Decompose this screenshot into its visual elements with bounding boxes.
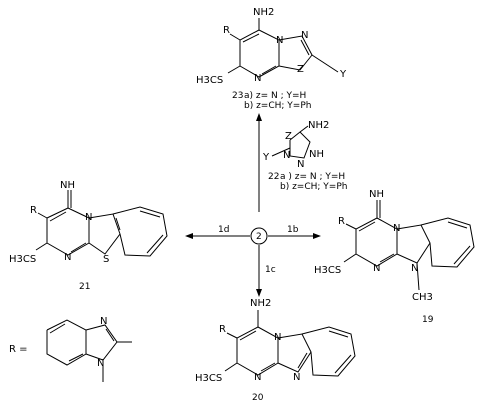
c19-h3cs: H3CS <box>314 265 341 276</box>
c22-n2: N <box>297 159 304 170</box>
c22-option-a: a ) z= N ; Y=H <box>280 172 345 182</box>
c22-nh2: NH2 <box>308 120 329 131</box>
c21-n2: N <box>64 252 71 263</box>
c21-r: R <box>30 205 37 216</box>
c23-r: R <box>223 25 230 36</box>
rdef-n1: N <box>100 316 107 327</box>
rdef-n2: N <box>97 358 104 369</box>
c19-n2: N <box>373 263 380 274</box>
arrow-1c <box>256 245 262 297</box>
compound-20-structure: NH2 R H3CS N N N <box>195 298 356 384</box>
condition-1c: 1c <box>265 265 276 275</box>
c22-nh: NH <box>309 149 324 160</box>
c19-nh: NH <box>369 189 384 200</box>
c21-number: 21 <box>79 282 90 292</box>
c22-option-b: b) z=CH; Y=Ph <box>280 182 347 192</box>
c23-y: Y <box>339 69 347 80</box>
c22-number: 22 <box>268 172 279 182</box>
c20-n3: N <box>293 372 300 383</box>
c19-n1: N <box>393 223 400 234</box>
c19-n3: N <box>411 263 418 274</box>
condition-1b: 1b <box>287 225 299 235</box>
c20-n2: N <box>254 372 261 383</box>
c21-h3cs: H3CS <box>9 254 36 265</box>
c20-number: 20 <box>252 393 264 403</box>
compound-22-structure: NH2 Z NH Y N N <box>262 120 329 170</box>
c20-n1: N <box>274 332 281 343</box>
c20-nh2: NH2 <box>250 298 271 309</box>
compound-19-structure: NH R H3CS N N N CH3 <box>314 189 475 303</box>
c22-y: Y <box>262 152 270 163</box>
compound-23-structure: NH2 R H3CS N N N Z Y <box>196 7 347 86</box>
c21-s: S <box>103 254 109 265</box>
c22-z: Z <box>285 131 292 142</box>
c23-n1: N <box>276 35 283 46</box>
c21-nh: NH <box>60 180 75 191</box>
c21-n1: N <box>85 212 92 223</box>
c23-h3cs: H3CS <box>196 75 223 86</box>
c23-nh2: NH2 <box>253 7 274 18</box>
c23-option-a: a) z= N ; Y=H <box>244 91 306 101</box>
arrow-1d <box>185 233 250 239</box>
c20-h3cs: H3CS <box>195 373 222 384</box>
reagent-2-label: 2 <box>256 232 262 242</box>
c19-ch3: CH3 <box>412 292 433 303</box>
c19-number: 19 <box>422 315 434 325</box>
c22-n1: N <box>283 150 290 161</box>
condition-1d: 1d <box>218 225 229 235</box>
c19-r: R <box>338 216 345 227</box>
arrow-1b <box>268 233 321 239</box>
arrow-to-23 <box>256 113 262 212</box>
reagent-2-circle <box>250 227 268 245</box>
c20-r: R <box>219 324 226 335</box>
r-equals: R = <box>9 344 28 355</box>
c23-n2: N <box>254 73 261 84</box>
c23-number: 23 <box>232 91 243 101</box>
r-group-definition: R = N N <box>9 316 132 382</box>
c23-n3: N <box>301 30 308 41</box>
c23-z: Z <box>297 64 304 75</box>
compound-21-structure: NH R H3CS N N S <box>9 180 168 265</box>
c23-option-b: b) z=CH; Y=Ph <box>244 101 311 111</box>
